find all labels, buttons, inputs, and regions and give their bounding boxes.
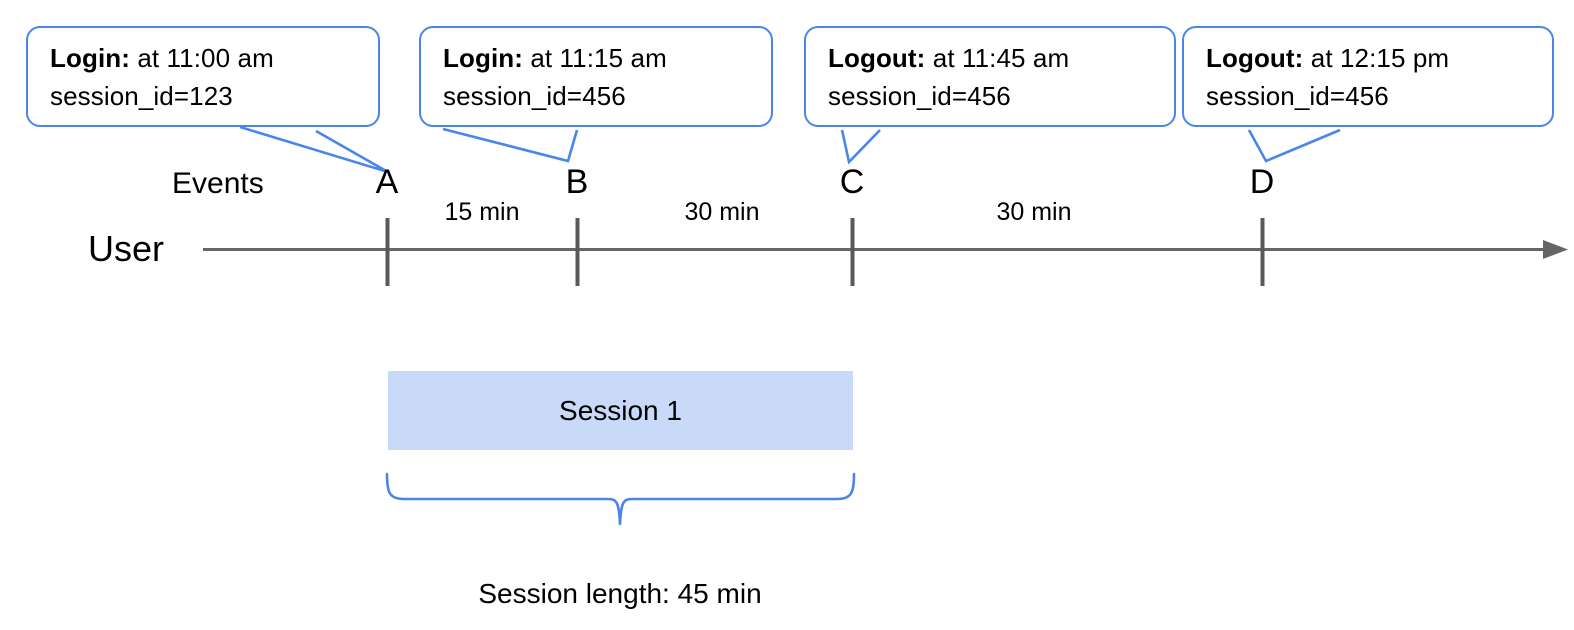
callout-line-2: session_id=456	[1206, 81, 1389, 111]
callout-lead: Logout:	[828, 43, 926, 73]
callout-login-b[interactable]: Login: at 11:15 am session_id=456	[419, 26, 773, 127]
callout-line-2: session_id=456	[828, 81, 1011, 111]
row-label-user: User	[88, 228, 165, 269]
event-letter-a: A	[375, 163, 399, 201]
callout-tail-c	[840, 129, 881, 165]
callout-rest: at 11:45 am	[925, 43, 1070, 73]
callout-line-1: Login: at 11:00 am	[50, 39, 364, 77]
event-letter-c: C	[839, 163, 865, 201]
callout-lead: Login:	[443, 43, 524, 73]
session-length-caption: Session length: 45 min	[478, 578, 762, 609]
callout-logout-c[interactable]: Logout: at 11:45 am session_id=456	[804, 26, 1176, 127]
event-letter-d: D	[1249, 163, 1275, 201]
session-bar-label: Session 1	[559, 394, 682, 426]
callout-line-1: Logout: at 11:45 am	[828, 39, 1160, 77]
callout-line-1: Login: at 11:15 am	[443, 39, 757, 77]
gap-label-c-d: 30 min	[996, 198, 1072, 226]
callout-logout-d[interactable]: Logout: at 12:15 pm session_id=456	[1182, 26, 1554, 127]
callout-tail-d	[1247, 128, 1341, 163]
row-label-events: Events	[172, 167, 264, 200]
session-bar[interactable]: Session 1	[388, 371, 853, 450]
callout-rest: at 11:00 am	[130, 43, 274, 73]
session-brace	[385, 472, 856, 526]
timeline-axis-arrowhead	[1543, 240, 1568, 259]
callout-login-a[interactable]: Login: at 11:00 am session_id=123	[26, 26, 380, 127]
callout-lead: Logout:	[1206, 43, 1304, 73]
gap-label-b-c: 30 min	[684, 198, 760, 226]
callout-tail-b	[442, 127, 579, 163]
callout-lead: Login:	[50, 43, 131, 73]
gap-label-a-b: 15 min	[444, 198, 520, 226]
callout-rest: at 12:15 pm	[1303, 43, 1450, 73]
callout-line-2: session_id=123	[50, 81, 233, 111]
callout-tail-a	[239, 125, 389, 174]
event-letter-b: B	[565, 163, 589, 201]
callout-line-2: session_id=456	[443, 81, 626, 111]
callout-line-1: Logout: at 12:15 pm	[1206, 39, 1538, 77]
callout-rest: at 11:15 am	[523, 43, 667, 73]
